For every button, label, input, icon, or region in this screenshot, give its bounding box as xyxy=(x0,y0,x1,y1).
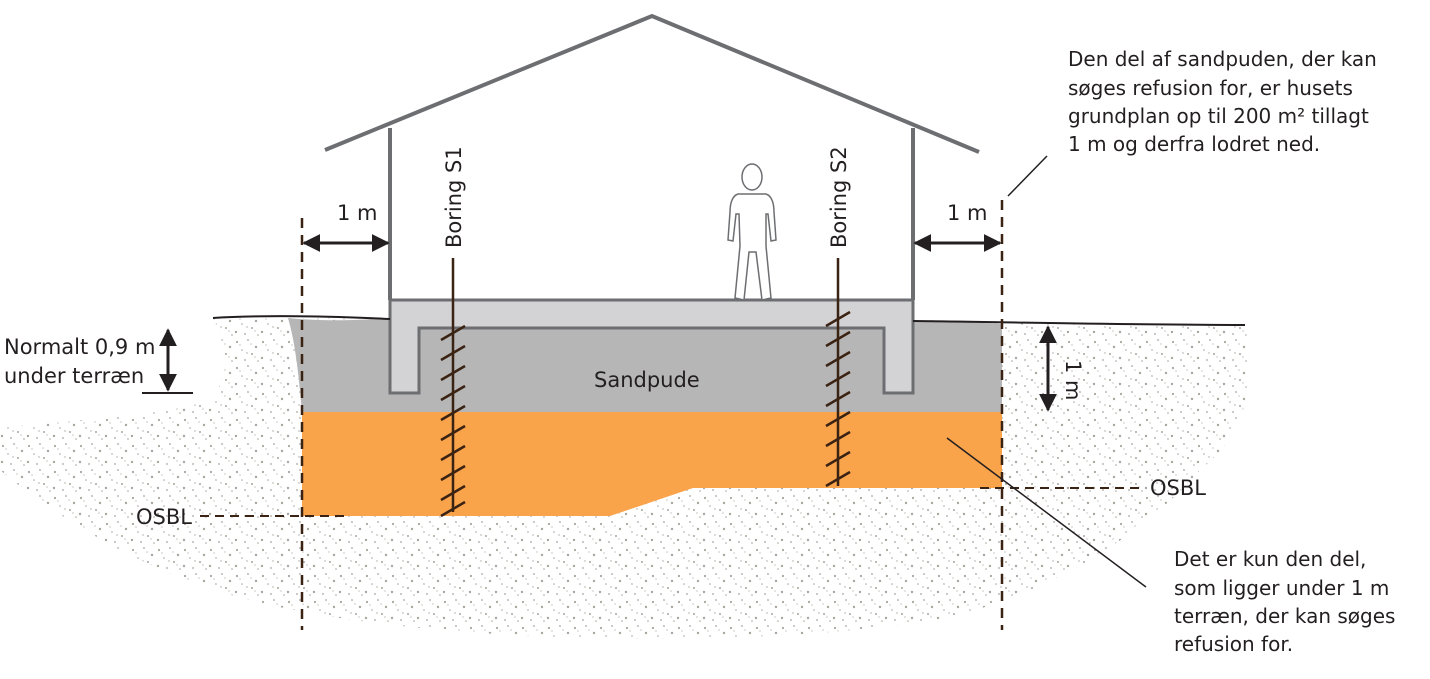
note-bottom-line-4: refusion for. xyxy=(1174,632,1293,656)
right-1m-label: 1 m xyxy=(947,201,988,225)
osbl-left-label: OSBL xyxy=(136,505,192,529)
note-top-line-2: søges refusion for, er husets xyxy=(1068,76,1353,100)
boring-s1 xyxy=(440,258,466,518)
note-bottom-line-2: som ligger under 1 m xyxy=(1174,576,1389,600)
note-bottom-line-1: Det er kun den del, xyxy=(1174,547,1366,571)
house-outline xyxy=(324,13,980,300)
foundation xyxy=(388,298,915,395)
person-icon xyxy=(727,163,777,301)
terrain-line xyxy=(212,315,1246,326)
note-top-leader xyxy=(1007,155,1048,197)
note-top-line-4: 1 m og derfra lodret ned. xyxy=(1068,132,1320,156)
boring-s2-label: Boring S2 xyxy=(827,146,851,248)
note-bottom-leader xyxy=(946,437,1147,588)
depth-1m-label: 1 m xyxy=(1061,360,1085,401)
left-1m-label: 1 m xyxy=(337,201,378,225)
sandpude-label: Sandpude xyxy=(594,368,700,392)
osbl-right-label: OSBL xyxy=(1150,476,1206,500)
normal-depth-label-2: under terræn xyxy=(4,364,144,388)
note-bottom-line-3: terræn, der kan søges xyxy=(1174,604,1395,628)
normal-depth-label-1: Normalt 0,9 m xyxy=(4,335,155,359)
boring-s1-label: Boring S1 xyxy=(442,146,466,248)
boring-s2 xyxy=(825,258,851,488)
orange-refund-zone xyxy=(302,412,1002,516)
note-top-line-3: grundplan op til 200 m² tillagt xyxy=(1068,104,1369,128)
note-top-line-1: Den del af sandpuden, der kan xyxy=(1068,47,1377,71)
